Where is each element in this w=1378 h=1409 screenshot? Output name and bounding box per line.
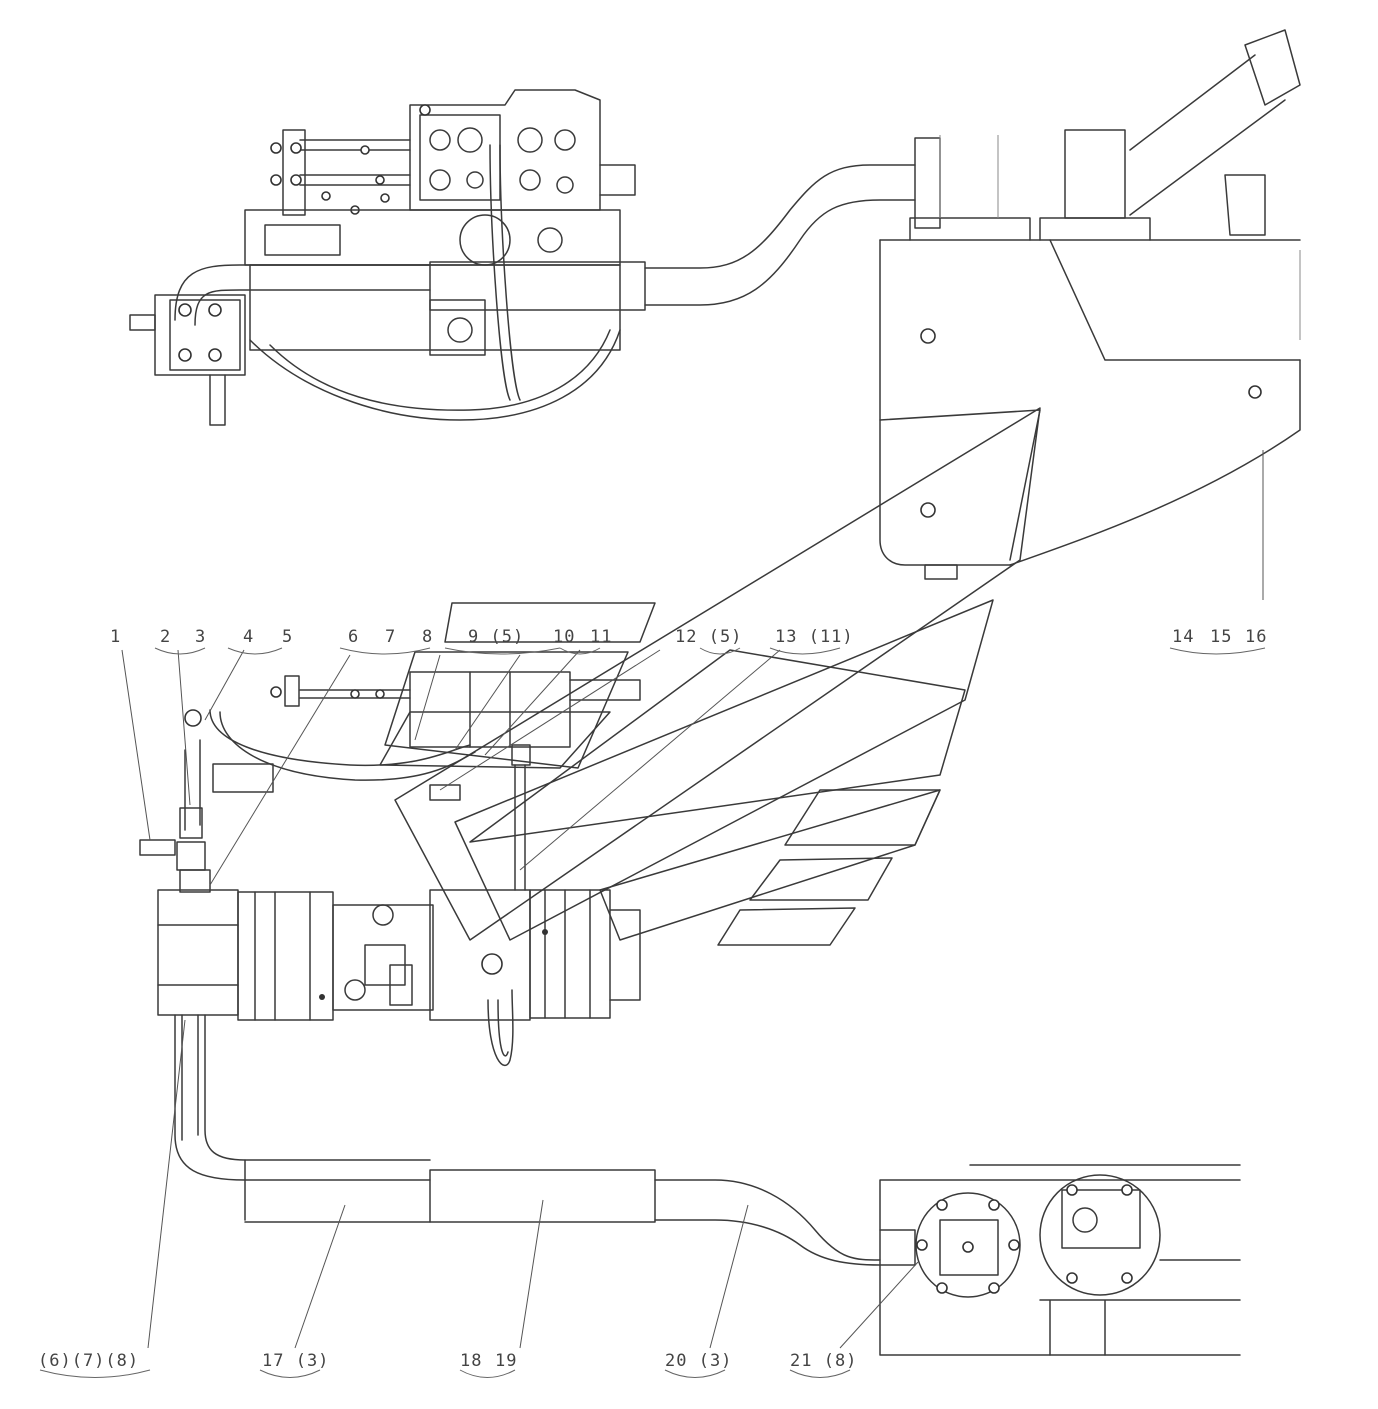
tank-side [879,1164,1241,1356]
return-pipe-top [429,137,941,311]
callout-15: 15 [1210,627,1232,647]
suction-pipe [174,1014,916,1266]
callout-12: 12 (5) [675,627,742,647]
callout-18: 18 [460,1351,482,1371]
callout-1: 1 [110,627,121,647]
reference-panels [379,407,1041,946]
callout-8: 8 [422,627,433,647]
callout-11: 11 [590,627,612,647]
label-brackets [39,647,1266,1378]
fittings [139,807,211,893]
callout-17: 17 (3) [262,1351,329,1371]
callout-10: 10 [553,627,575,647]
callout-19: 19 [495,1351,517,1371]
callout-13: 13 (11) [775,627,854,647]
callout-21: 21 (8) [790,1351,857,1371]
control-valve-top [270,89,636,216]
callout-5: 5 [282,627,293,647]
side-view [139,671,1241,1356]
callout-16: 16 [1245,627,1267,647]
pump-side [157,889,641,1067]
callout-20: 20 (3) [665,1351,732,1371]
callout-14: 14 [1172,627,1194,647]
callout-6: 6 [348,627,359,647]
callout-2: 2 [160,627,171,647]
callout-9: 9 (5) [468,627,524,647]
callout-7: 7 [385,627,396,647]
leader-lines [121,450,1264,1349]
callout-3: 3 [195,627,206,647]
control-valve-side [270,671,641,891]
pump-top [129,209,621,426]
top-view [129,29,1301,580]
callout-4: 4 [243,627,254,647]
callout-6-7-8: (6)(7)(8) [38,1351,139,1371]
hoses-top [249,144,621,421]
